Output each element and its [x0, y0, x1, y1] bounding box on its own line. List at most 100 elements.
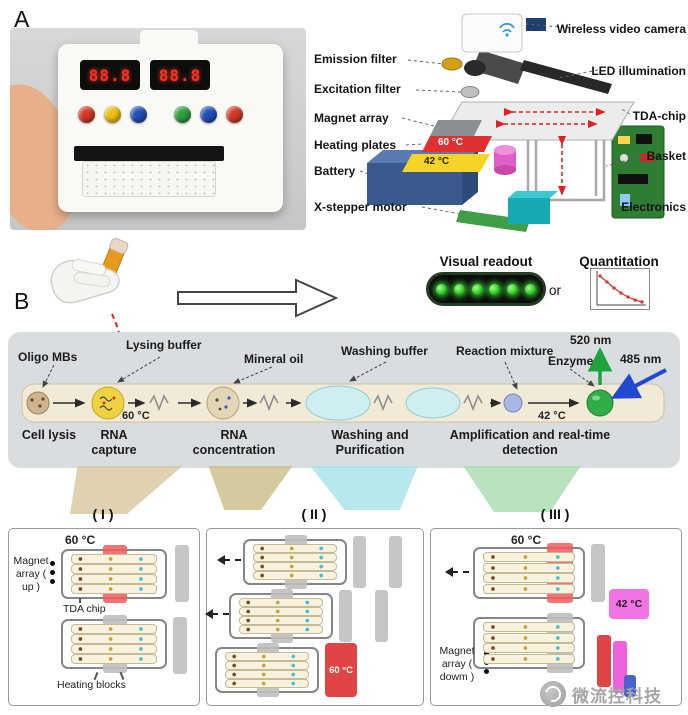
- blue-button-right[interactable]: [200, 106, 217, 123]
- lysis-chamber: [91, 386, 125, 420]
- stage-rna-concentration: RNA concentration: [192, 428, 276, 457]
- plate-temp-42: 42 °C: [424, 156, 450, 167]
- reaction-chamber: [503, 393, 523, 413]
- chip-lane: [253, 562, 337, 571]
- chip-lane: [483, 643, 575, 654]
- heating-block-60: 60 °C: [325, 643, 357, 697]
- visual-readout-device: [426, 272, 546, 306]
- emission-filter-disc: [441, 57, 463, 71]
- stage-rna-capture: RNA capture: [91, 428, 137, 457]
- subpanel-iii-temp-mid: 42 °C: [615, 598, 643, 610]
- oligo-mb-chamber: [26, 391, 50, 415]
- electronics-pcb: [611, 125, 665, 219]
- heating-block-magenta: [613, 641, 627, 693]
- chip-slot[interactable]: [74, 146, 224, 161]
- subpanel-i-temp: 60 °C: [65, 533, 96, 547]
- red-button-right[interactable]: [226, 106, 243, 123]
- move-left-arrow: [445, 567, 469, 577]
- label-tda-chip: TDA-chip: [632, 109, 686, 123]
- chip-lane: [239, 598, 323, 607]
- move-left-arrow: [217, 555, 241, 565]
- chip-lane: [483, 552, 575, 563]
- label-enzyme: Enzyme: [548, 354, 594, 368]
- yellow-button[interactable]: [104, 106, 121, 123]
- chip-lane: [483, 622, 575, 633]
- device-housing: 88.8 88.8: [58, 30, 283, 212]
- subpanel-i-title: ( I ): [92, 506, 114, 522]
- tda-chip-label: TDA chip: [63, 603, 106, 615]
- chip-lane: [483, 632, 575, 643]
- heating-block: [175, 545, 189, 602]
- label-led-illumination: LED illumination: [591, 64, 686, 78]
- or-label: or: [549, 283, 562, 298]
- washing-chamber-1: [305, 385, 371, 421]
- heating-block-red: [597, 635, 611, 687]
- panel-b-letter: B: [14, 288, 30, 314]
- heating-block: [173, 617, 187, 674]
- label-lysing-buffer: Lysing buffer: [126, 338, 202, 352]
- quantitation-title: Quantitation: [579, 254, 659, 269]
- fan-rna-concentration: [208, 466, 293, 510]
- move-left-arrow: [205, 609, 229, 619]
- camera-lens-barrel: [472, 50, 526, 84]
- chip-lane: [483, 583, 575, 594]
- blue-button-left[interactable]: [130, 106, 147, 123]
- wireless-camera: [461, 13, 546, 53]
- led-indicator: [453, 283, 465, 295]
- stage-washing-purification: Washing and Purification: [331, 428, 409, 457]
- label-washing-buffer: Washing buffer: [341, 344, 428, 358]
- label-emission-filter: Emission filter: [314, 52, 397, 66]
- chip-lane: [225, 652, 309, 661]
- chip-lane: [239, 607, 323, 616]
- led-indicator: [489, 283, 501, 295]
- red-button-left[interactable]: [78, 106, 95, 123]
- motor-cylinder: [494, 145, 516, 175]
- subpanel-ii-title: ( II ): [301, 506, 327, 522]
- magnet-dots: [50, 561, 55, 584]
- chip-lane: [483, 653, 575, 664]
- stage-cell-lysis: Cell lysis: [21, 428, 77, 442]
- tda-chip-cassette: [61, 545, 167, 603]
- chip-lane: [239, 616, 323, 625]
- heating-block: [339, 590, 352, 642]
- excitation-arrow: [610, 368, 667, 399]
- label-excitation-filter: Excitation filter: [314, 82, 401, 96]
- chip-lane: [225, 670, 309, 679]
- chip-lane: [239, 625, 323, 634]
- magnet-array-slab: [430, 120, 482, 136]
- label-wireless-video-camera: Wireless video camera: [556, 22, 686, 36]
- lens-front: [464, 60, 486, 76]
- chip-workflow-graphic: [21, 347, 667, 423]
- label-mineral-oil: Mineral oil: [244, 352, 304, 366]
- chip-lane: [71, 644, 157, 654]
- heating-block-42: 42 °C: [609, 589, 649, 619]
- label-electronics: Electronics: [621, 200, 686, 214]
- heating-plate-60: [422, 136, 492, 152]
- tda-chip-cassette: [473, 613, 585, 673]
- panel-a-letter: A: [14, 6, 30, 32]
- rna-concentration-chamber: [206, 386, 240, 420]
- fan-washing: [310, 466, 418, 510]
- label-emission-wavelength: 520 nm: [570, 333, 612, 347]
- chip-lane: [71, 654, 157, 664]
- subpanel-iii-title: ( III ): [540, 506, 570, 522]
- subpanel-ii: 60 °C: [205, 528, 424, 706]
- label-oligo-mbs: Oligo MBs: [18, 350, 78, 364]
- watermark-text: 微流控科技: [572, 686, 662, 706]
- label-reaction-mixture: Reaction mixture: [456, 344, 554, 358]
- chip-leader-line: [79, 598, 81, 603]
- watermark-logo: [540, 681, 566, 707]
- subpanel-iii-temp-top: 60 °C: [511, 533, 542, 547]
- green-button[interactable]: [174, 106, 191, 123]
- tda-chip-cassette: [473, 543, 585, 603]
- gloved-hand: [50, 259, 120, 304]
- tda-chip-cassette: [215, 643, 319, 697]
- leader-lines: [359, 23, 647, 215]
- chip-lane: [71, 554, 157, 564]
- detection-chamber: [586, 389, 614, 417]
- driver-box: [508, 191, 558, 224]
- chip-workflow-band: Oligo MBs Lysing buffer Mineral oil Wash…: [8, 332, 680, 468]
- label-heating-plates: Heating plates: [314, 138, 397, 152]
- chip-tray[interactable]: [82, 161, 216, 197]
- chip-lane: [71, 634, 157, 644]
